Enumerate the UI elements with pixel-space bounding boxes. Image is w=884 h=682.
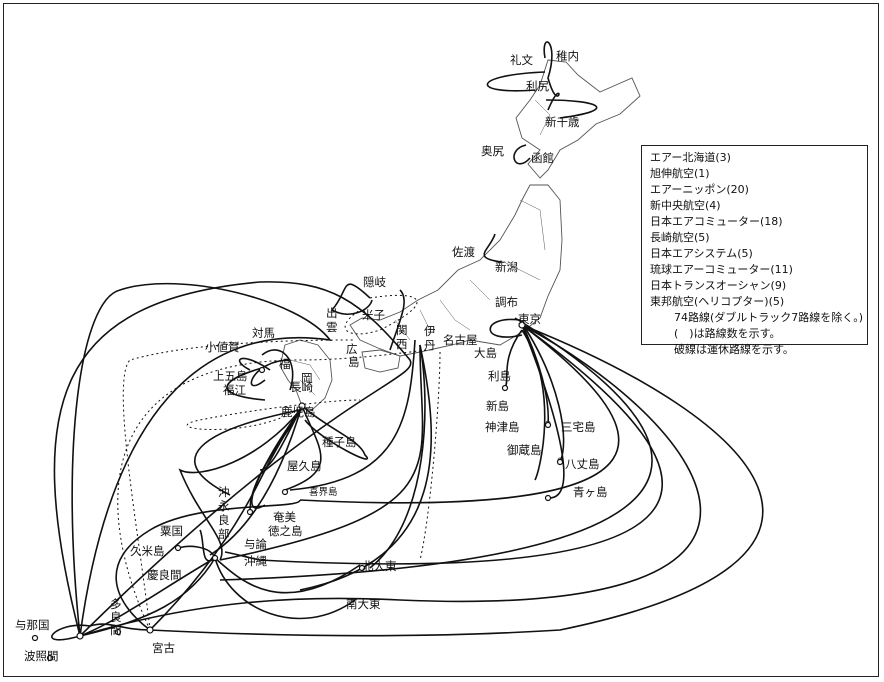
label-miyakejima: 三宅島 [561, 420, 596, 434]
label-hachijojima: 八丈島 [565, 457, 600, 471]
routes [51, 41, 764, 641]
label-fukue: 福江 [223, 383, 246, 397]
airport-marker [556, 458, 564, 466]
airport-marker [31, 634, 39, 642]
airport-marker [246, 508, 254, 516]
label-nagasaki: 長崎 [290, 380, 313, 394]
label-kumejima: 久米島 [130, 544, 165, 558]
label-mikurajima: 御蔵島 [507, 443, 542, 457]
legend-note-count: ( )は路線数を示す。 [674, 327, 781, 340]
airport-marker [46, 654, 54, 662]
label-itami-1: 伊 [424, 324, 436, 338]
label-kansai-2: 西 [396, 337, 408, 351]
label-shin-chitose: 新千歳 [545, 115, 580, 129]
label-fukuoka: 福 [279, 357, 291, 371]
suspended-routes [117, 294, 441, 631]
legend-airline: 日本トランスオーシャン(9) [650, 279, 787, 292]
airport-markers [31, 321, 564, 662]
label-tanegashima: 種子島 [322, 435, 357, 449]
label-sado: 佐渡 [452, 245, 475, 259]
label-izumo-2: 雲 [326, 320, 338, 334]
label-toshima: 利島 [488, 369, 511, 383]
label-oki: 隠岐 [363, 275, 386, 289]
airport-marker [501, 384, 509, 392]
label-kozushima: 神津島 [485, 420, 520, 434]
legend-note-dashed: 破線は運休路線を示す。 [674, 343, 794, 356]
airport-marker [258, 366, 266, 374]
legend-airline: 日本エアコミューター(18) [650, 215, 783, 228]
airport-marker [281, 488, 289, 496]
legend-airline: エアー北海道(3) [650, 151, 731, 164]
label-okinoerabu-4: 部 [218, 527, 230, 541]
label-yonaguni: 与那国 [15, 618, 50, 632]
label-hiroshima-1: 広 [346, 342, 358, 356]
label-miyako: 宮古 [152, 641, 175, 655]
label-tokyo: 東京 [518, 312, 541, 326]
label-tarama-1: 多 [110, 597, 122, 611]
label-yakushima: 屋久島 [287, 459, 322, 473]
airport-marker [114, 628, 122, 636]
label-fukuoka-2: 岡 [301, 371, 313, 385]
label-oshima: 大島 [474, 346, 497, 360]
label-niigata: 新潟 [495, 260, 518, 274]
label-hakodate: 函館 [531, 151, 554, 165]
label-hateruma: 波照間 [24, 649, 59, 663]
label-okinoerabu-2: 永 [218, 499, 230, 513]
legend-airline: 新中央航空(4) [650, 199, 721, 212]
label-ojika: 小値賀 [205, 340, 240, 354]
label-okinawa: 沖縄 [244, 554, 267, 568]
label-aogashima: 青ヶ島 [573, 485, 608, 499]
airport-marker [211, 554, 219, 562]
label-minamidaito: 南大東 [346, 597, 381, 611]
japan-coastline [279, 59, 641, 463]
label-yonago: 米子 [362, 308, 385, 322]
label-tarama-2: 良 [110, 610, 122, 624]
airport-marker [76, 632, 84, 640]
label-hiroshima-2: 島 [348, 355, 360, 369]
legend-airline: 東邦航空(ヘリコプター)(5) [650, 295, 785, 308]
label-tarama-3: 間 [110, 623, 122, 637]
label-amami: 奄美 [273, 510, 296, 524]
legend-airline: 日本エアシステム(5) [650, 247, 753, 260]
label-tokunoshima: 徳之島 [268, 524, 303, 538]
airport-labels: 礼文 稚内 利尻 新千歳 奥尻 函館 佐渡 新潟 隠岐 米子 出 雲 対馬 小値… [15, 49, 608, 663]
legend-airline: 旭伸航空(1) [650, 167, 710, 180]
airport-marker [146, 626, 154, 634]
label-kagoshima: 鹿児島 [281, 405, 316, 419]
legend-airline: 長崎航空(5) [650, 231, 710, 244]
label-kerama: 慶良間 [147, 568, 182, 582]
legend-note-routes: 74路線(ダブルトラック7路線を除く。) [674, 311, 864, 324]
label-aguni: 粟国 [160, 524, 183, 538]
airport-marker [518, 321, 526, 329]
label-okinoerabu-1: 沖 [218, 485, 230, 499]
label-kansai-1: 関 [396, 323, 408, 337]
label-wakkanai: 稚内 [556, 49, 579, 63]
label-okinoerabu-3: 良 [218, 513, 230, 527]
legend-box: エアー北海道(3) 旭伸航空(1) エアーニッポン(20) 新中央航空(4) 日… [641, 145, 868, 356]
airport-marker [544, 494, 552, 502]
label-okushiri: 奥尻 [481, 144, 504, 158]
label-kamigoto: 上五島 [213, 369, 248, 383]
legend-airline: 琉球エアーコミューター(11) [650, 263, 793, 276]
label-chofu: 調布 [495, 295, 518, 309]
label-kitadaito: 北大東 [362, 559, 397, 573]
label-tsushima: 対馬 [252, 326, 275, 340]
label-nagoya: 名古屋 [443, 333, 478, 347]
legend-airline: エアーニッポン(20) [650, 183, 749, 196]
label-yoron: 与論 [244, 537, 267, 551]
airport-marker [358, 564, 366, 572]
label-rebun: 礼文 [510, 53, 533, 67]
label-izumo-1: 出 [326, 306, 338, 320]
airport-marker [544, 421, 552, 429]
label-itami-2: 丹 [424, 338, 436, 352]
label-kikai: 喜界島 [309, 486, 338, 498]
airport-marker [298, 402, 306, 410]
airport-marker [174, 544, 182, 552]
label-niijima: 新島 [486, 399, 509, 413]
label-rishiri: 利尻 [526, 79, 549, 93]
